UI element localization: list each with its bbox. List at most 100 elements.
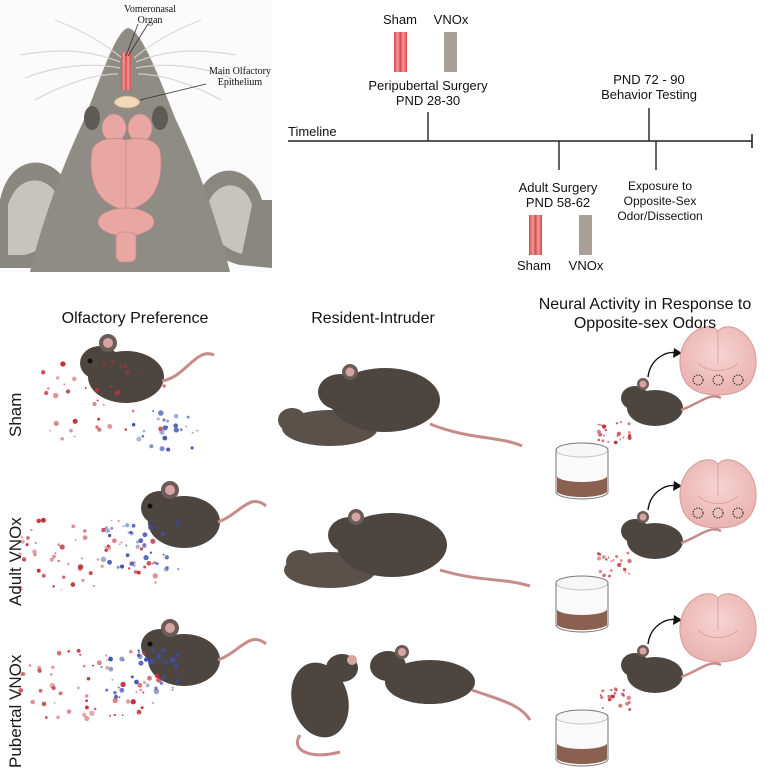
- odor-cup: [555, 709, 609, 767]
- brain-section: [679, 326, 757, 396]
- odor-dot: [100, 665, 103, 669]
- neural-row-2: [555, 593, 757, 767]
- odor-dot: [18, 552, 22, 556]
- odor-dot: [113, 690, 117, 695]
- odor-dot: [601, 689, 605, 692]
- odor-dot: [63, 383, 66, 386]
- odor-dot: [44, 390, 49, 396]
- odor-dot: [51, 665, 55, 669]
- odor-dot: [83, 664, 86, 668]
- odor-dot: [156, 677, 162, 683]
- odor-dot: [119, 656, 125, 662]
- odor-dot: [28, 664, 32, 667]
- odor-dot: [65, 389, 71, 394]
- olfactory-adult-scene: [84, 481, 267, 561]
- odor-dot: [142, 691, 145, 694]
- odor-dot: [101, 527, 106, 533]
- odor-dot: [141, 435, 145, 438]
- odor-dot: [601, 439, 605, 443]
- odor-dot: [155, 661, 158, 664]
- adult-surgery-title: Adult Surgery: [518, 180, 598, 195]
- odor-dot: [105, 688, 109, 692]
- odor-dot: [153, 561, 157, 565]
- odor-dot: [56, 650, 62, 656]
- odor-dot: [118, 543, 121, 546]
- odor-dot: [152, 573, 158, 579]
- odor-dot: [40, 370, 46, 375]
- odor-dot: [597, 438, 600, 442]
- odor-dot: [135, 540, 140, 544]
- odor-dot: [161, 674, 167, 680]
- odor-dot: [138, 660, 144, 666]
- odor-dot: [77, 686, 80, 690]
- odor-dot: [162, 425, 168, 431]
- odor-dot: [151, 648, 155, 652]
- odor-dot: [162, 435, 168, 441]
- odor-dot: [153, 688, 160, 695]
- odor-dot: [128, 567, 131, 570]
- odor-dot: [142, 532, 148, 538]
- odor-dot: [142, 429, 146, 433]
- odor-dot: [84, 705, 89, 710]
- odor-dot: [143, 681, 147, 685]
- row-label-pubertal-vnox: Pubertal VNOx: [6, 654, 25, 768]
- adult-surgery-age: PND 58-62: [525, 195, 591, 210]
- odor-dot: [95, 425, 99, 429]
- olfactory-epithelium-mark: [113, 95, 141, 109]
- odor-dot: [25, 543, 29, 547]
- odor-dot: [110, 360, 114, 364]
- odor-dot: [154, 673, 160, 678]
- odor-dot: [185, 425, 188, 428]
- neural-mouse: [621, 378, 722, 426]
- odor-dot: [19, 671, 24, 677]
- odor-dot: [111, 678, 114, 681]
- odor-dot: [156, 653, 161, 658]
- odor-dot: [150, 538, 156, 544]
- adult-vnox-legend: VNOx: [568, 258, 604, 273]
- odor-dot: [154, 686, 158, 690]
- odor-dot: [596, 556, 602, 561]
- odor-dot: [122, 525, 125, 528]
- odor-dot: [117, 519, 120, 523]
- odor-dot: [171, 686, 174, 689]
- odor-dot: [76, 648, 81, 653]
- odor-dot: [622, 436, 625, 439]
- odor-dot: [66, 709, 72, 714]
- odor-dot: [37, 665, 42, 671]
- odor-dot: [626, 551, 630, 555]
- odor-dot: [139, 547, 144, 551]
- odor-dot: [52, 554, 56, 559]
- odor-dot: [21, 672, 26, 677]
- odor-dot: [92, 401, 97, 407]
- odor-dot: [30, 528, 33, 532]
- odor-dot: [173, 664, 179, 669]
- odor-dot: [95, 388, 100, 393]
- vomeronasal-line2: Organ: [137, 15, 163, 26]
- odor-dot: [49, 429, 51, 432]
- odor-dot: [598, 569, 603, 574]
- peri-surgery-age: PND 28-30: [395, 93, 461, 108]
- odor-dot: [115, 394, 118, 397]
- neural-mouse: [621, 645, 722, 693]
- odor-dot: [143, 657, 149, 662]
- odor-dot: [191, 431, 194, 434]
- odor-dot: [628, 572, 630, 575]
- odor-dot: [129, 531, 133, 534]
- odor-dot: [173, 423, 178, 428]
- odor-dot: [77, 564, 84, 570]
- odor-dot: [108, 666, 114, 672]
- odor-dot: [124, 428, 128, 431]
- odor-dot: [32, 549, 37, 555]
- odor-particles: [18, 360, 199, 722]
- odor-dot: [38, 688, 43, 693]
- odor-dot: [598, 432, 603, 437]
- odor-dot: [60, 437, 64, 441]
- resident-intruder-adult: [284, 509, 531, 588]
- odor-dot: [628, 707, 632, 711]
- odor-dot: [617, 563, 621, 567]
- odor-dot: [93, 707, 97, 711]
- odor-dot: [125, 370, 130, 375]
- odor-dot: [123, 364, 128, 368]
- odor-dot: [56, 715, 60, 719]
